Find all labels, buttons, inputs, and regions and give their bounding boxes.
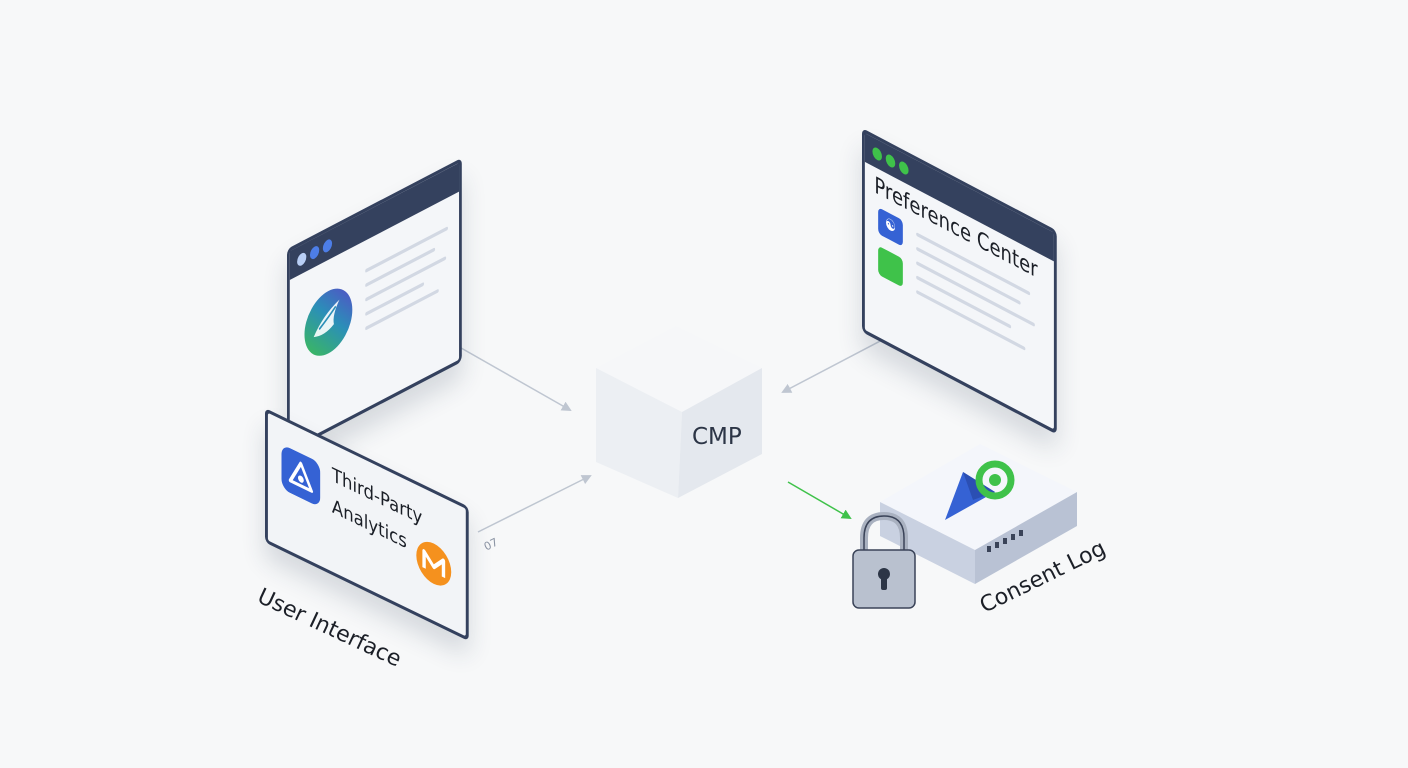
content-window bbox=[287, 157, 462, 454]
cmp-cube-shape bbox=[596, 326, 762, 498]
user-interface-window: Third-Party Analytics bbox=[265, 408, 469, 642]
hand-leaf-icon bbox=[304, 288, 353, 356]
window-dot-2 bbox=[310, 244, 320, 261]
preference-toggle-green bbox=[878, 245, 903, 288]
window-dot-1 bbox=[872, 145, 882, 163]
window-dot-3 bbox=[899, 159, 909, 177]
lock-icon bbox=[852, 511, 916, 609]
cmp-cube: CMP bbox=[596, 326, 762, 498]
m-logo-icon bbox=[416, 541, 452, 586]
window-dot-1 bbox=[297, 250, 307, 268]
cmp-label: CMP bbox=[692, 424, 742, 450]
window-dot-3 bbox=[322, 237, 333, 255]
arrow-ui-to-cmp bbox=[477, 475, 592, 533]
user-interface-window-group: Third-Party Analytics bbox=[265, 408, 469, 642]
triangle-app-icon bbox=[281, 447, 321, 505]
pin-icon bbox=[945, 460, 1015, 520]
content-window-group bbox=[287, 157, 462, 454]
arrow-cmp-to-log bbox=[787, 481, 852, 520]
window-dot-2 bbox=[885, 152, 896, 170]
text-line bbox=[916, 275, 1012, 329]
user-icon: ☯ bbox=[878, 207, 903, 247]
